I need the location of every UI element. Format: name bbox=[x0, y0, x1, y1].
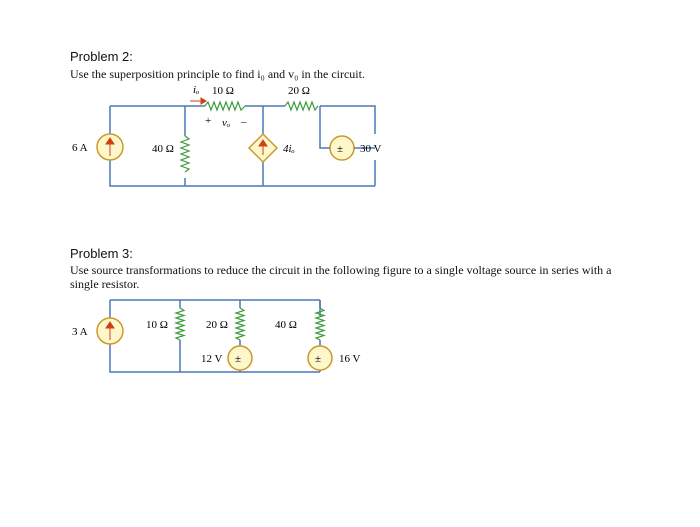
p3-voltage-source-16v bbox=[307, 345, 333, 371]
p3-16v-plus-minus: ± bbox=[315, 353, 321, 365]
p2-resistor-40 bbox=[179, 135, 191, 173]
p2-current-io-label: iₒ bbox=[193, 84, 199, 96]
p2-resistor-20 bbox=[284, 100, 319, 112]
arrow-up-icon bbox=[105, 321, 115, 340]
p2-wires bbox=[109, 105, 376, 187]
p2-dependent-source-label: 4iₒ bbox=[283, 143, 295, 155]
p2-resistor-20-label: 20 Ω bbox=[288, 85, 310, 97]
p2-vo-minus: – bbox=[240, 116, 247, 128]
arrow-right-icon bbox=[190, 97, 207, 105]
p2-resistor-10 bbox=[204, 100, 246, 112]
p3-wires bbox=[109, 299, 321, 373]
p3-resistor-10-label: 10 Ω bbox=[146, 319, 168, 331]
problem-3-heading: Problem 3: bbox=[70, 246, 133, 261]
arrow-up-icon bbox=[105, 137, 115, 156]
p3-resistor-40 bbox=[313, 307, 327, 341]
p2-vo-label: vₒ bbox=[222, 117, 230, 129]
p3-current-source-label: 3 A bbox=[72, 326, 88, 338]
problem-2-heading: Problem 2: bbox=[70, 49, 133, 64]
p2-resistor-10-label: 10 Ω bbox=[212, 85, 234, 97]
p3-resistor-10 bbox=[173, 307, 187, 341]
arrow-up-icon bbox=[258, 139, 268, 155]
p3-resistor-40-label: 40 Ω bbox=[275, 319, 297, 331]
p2-voltage-source-label: 30 V bbox=[360, 143, 382, 155]
p2-voltage-plus-minus: ± bbox=[337, 143, 343, 155]
problem-3-circuit: 3 A 10 Ω 20 Ω ± 12 V 40 Ω ± 16 V bbox=[72, 299, 361, 373]
p3-voltage-source-16v-label: 16 V bbox=[339, 353, 361, 365]
p2-resistor-40-label: 40 Ω bbox=[152, 143, 174, 155]
p2-current-source-label: 6 A bbox=[72, 142, 88, 154]
problem-3-text: Use source transformations to reduce the… bbox=[70, 263, 612, 291]
p3-resistor-20-label: 20 Ω bbox=[206, 319, 228, 331]
p3-resistor-20 bbox=[233, 307, 247, 341]
p3-voltage-source-12v-label: 12 V bbox=[201, 353, 223, 365]
problem-2-circuit: 6 A 40 Ω 10 Ω iₒ + vₒ – 20 Ω 4iₒ ± 30 V bbox=[72, 84, 382, 187]
p3-12v-plus-minus: ± bbox=[235, 353, 241, 365]
p3-voltage-source-12v bbox=[227, 345, 253, 371]
p2-voltage-source-wire bbox=[319, 106, 375, 149]
problem-2-text: Use the superposition principle to find … bbox=[70, 67, 365, 81]
p2-vo-plus: + bbox=[205, 115, 211, 127]
